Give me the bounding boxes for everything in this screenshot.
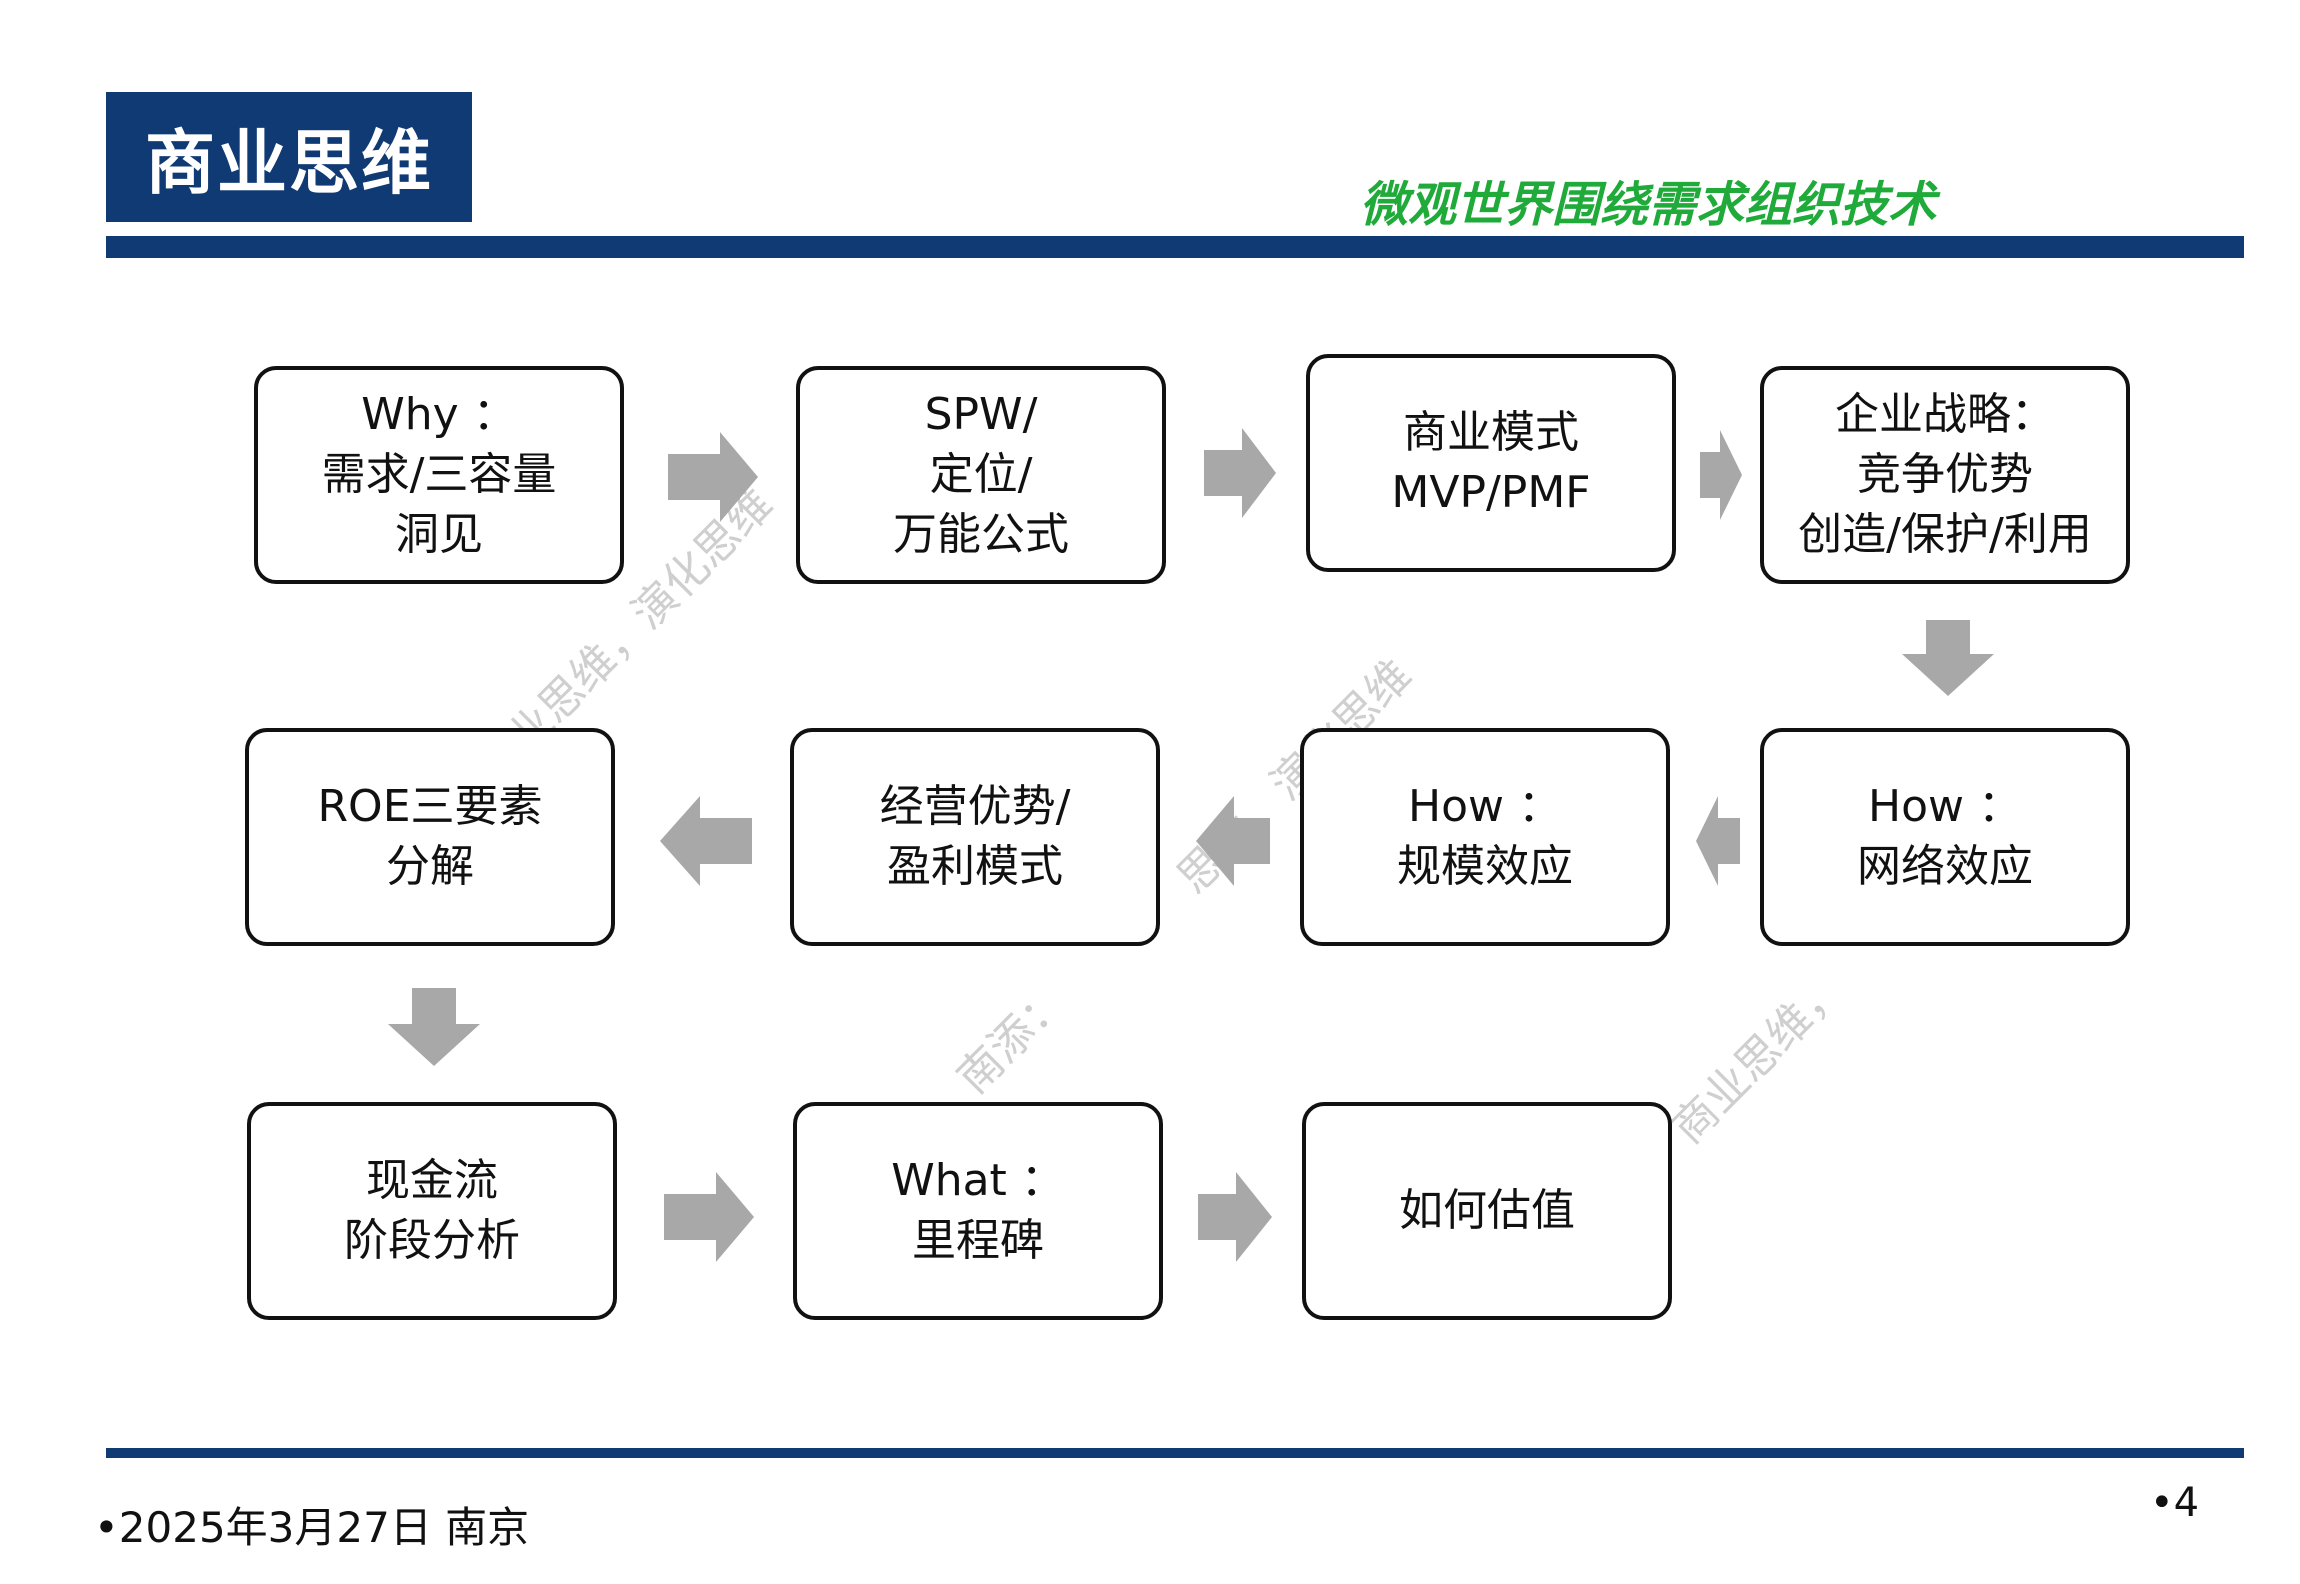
flow-box-strategy: 企业战略： 竞争优势 创造/保护/利用: [1760, 366, 2130, 584]
arrow-right-icon: [664, 1172, 754, 1262]
footer-divider: [106, 1448, 2244, 1458]
arrow-down-icon: [1902, 620, 1994, 696]
box-line: 分解: [386, 841, 474, 892]
box-line: MVP/PMF: [1391, 467, 1591, 518]
arrow-left-icon: [1196, 796, 1270, 886]
title-box: 商业思维: [106, 92, 472, 222]
arrow-left-icon: [1696, 796, 1740, 886]
box-line: How ：: [1868, 781, 2022, 832]
box-line: 盈利模式: [887, 841, 1063, 892]
footer-date: •2025年3月27日 南京: [94, 1503, 530, 1552]
box-line: How ：: [1408, 781, 1562, 832]
box-line: 经营优势/: [879, 781, 1071, 832]
arrow-down-icon: [388, 988, 480, 1066]
box-line: Why ：: [361, 389, 517, 440]
box-line: What ：: [891, 1155, 1065, 1206]
page-subtitle: 微观世界围绕需求组织技术: [1360, 177, 1937, 233]
box-line: 竞争优势: [1857, 449, 2033, 500]
flow-box-network-effect: How ： 网络效应: [1760, 728, 2130, 946]
box-line: 需求/三容量: [321, 449, 557, 500]
flow-box-roe: ROE三要素 分解: [245, 728, 615, 946]
box-line: 现金流: [366, 1155, 498, 1206]
box-line: 企业战略：: [1835, 389, 2055, 440]
box-line: 里程碑: [912, 1215, 1044, 1266]
box-line: 阶段分析: [344, 1215, 520, 1266]
arrow-right-icon: [1198, 1172, 1272, 1262]
page-title: 商业思维: [145, 121, 433, 204]
arrow-left-icon: [660, 796, 752, 886]
box-line: 万能公式: [893, 509, 1069, 560]
flow-box-valuation: 如何估值: [1302, 1102, 1672, 1320]
flow-box-milestone: What ： 里程碑: [793, 1102, 1163, 1320]
box-line: 商业模式: [1403, 407, 1579, 458]
arrow-right-icon: [1700, 430, 1742, 520]
flow-box-scale-effect: How ： 规模效应: [1300, 728, 1670, 946]
flow-box-business-model: 商业模式 MVP/PMF: [1306, 354, 1676, 572]
flow-box-cashflow: 现金流 阶段分析: [247, 1102, 617, 1320]
box-line: 网络效应: [1857, 841, 2033, 892]
flow-box-operating-advantage: 经营优势/ 盈利模式: [790, 728, 1160, 946]
watermark-4: 商业思维，: [1662, 962, 1855, 1154]
box-line: 如何估值: [1399, 1185, 1575, 1236]
arrow-right-icon: [1204, 428, 1276, 518]
header-divider: [106, 236, 2244, 258]
box-line: 洞见: [395, 509, 483, 560]
watermark-3: 南添：: [947, 974, 1078, 1104]
page-number: •4: [2150, 1480, 2200, 1526]
flow-box-spw: SPW/ 定位/ 万能公式: [796, 366, 1166, 584]
box-line: 创造/保护/利用: [1798, 509, 2092, 560]
arrow-right-icon: [668, 432, 758, 522]
box-line: 定位/: [929, 449, 1033, 500]
box-line: 规模效应: [1397, 841, 1573, 892]
flow-box-why: Why ： 需求/三容量 洞见: [254, 366, 624, 584]
box-line: SPW/: [924, 389, 1038, 440]
box-line: ROE三要素: [317, 781, 543, 832]
